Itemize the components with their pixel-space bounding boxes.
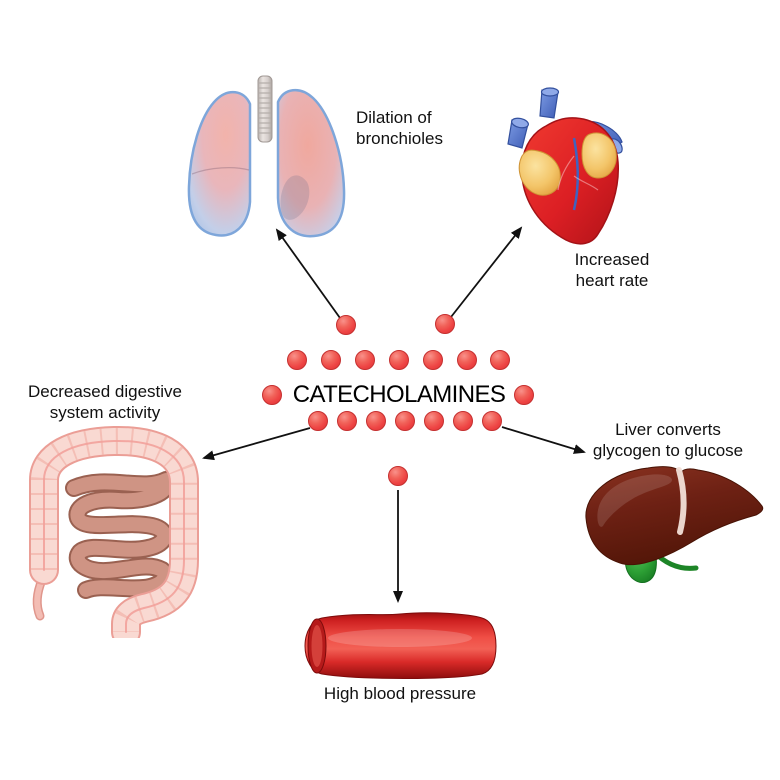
liver-highlight [597, 474, 672, 527]
liver-body [585, 466, 764, 565]
catecholamine-dot [453, 411, 473, 431]
catecholamine-dot [287, 350, 307, 370]
label-decreased-digestion: Decreased digestive system activity [27, 382, 183, 423]
label-liver-glycogen: Liver converts glycogen to glucose [592, 420, 744, 461]
right-auricle [581, 132, 617, 179]
left-auricle [518, 149, 561, 196]
catecholamine-dot [389, 350, 409, 370]
lungs-illustration [186, 74, 348, 242]
arrow-to-liver [501, 426, 586, 454]
appendix [32, 575, 47, 621]
blood-vessel-illustration [300, 608, 500, 684]
catecholamine-dot [423, 350, 443, 370]
catecholamine-dot [395, 411, 415, 431]
arrow-to-intestines [202, 427, 311, 461]
label-high-blood-pressure: High blood pressure [323, 684, 477, 703]
small-intestine [65, 471, 176, 599]
intestines-illustration [22, 420, 208, 638]
catecholamine-dot [435, 314, 455, 334]
catecholamine-dot [308, 411, 328, 431]
catecholamine-dot [366, 411, 386, 431]
falciform-ligament [676, 467, 687, 535]
arrow-to-lungs [275, 228, 341, 319]
large-intestine [29, 425, 199, 638]
left-lung [187, 91, 252, 237]
label-dilation-of-bronchioles: Dilation of bronchioles [356, 108, 443, 149]
catecholamine-dot [388, 466, 408, 486]
catecholamine-dot [482, 411, 502, 431]
trachea [257, 75, 273, 143]
lung-shading [280, 175, 310, 220]
catecholamine-dot [337, 411, 357, 431]
catecholamine-dot [321, 350, 341, 370]
heart-vein [572, 137, 580, 211]
catecholamine-dot [262, 385, 282, 405]
lung-fissure [191, 167, 250, 175]
catecholamine-dot [424, 411, 444, 431]
catecholamine-dot [514, 385, 534, 405]
coronary-lines [557, 155, 599, 191]
catecholamine-dot [490, 350, 510, 370]
vessel-lumen [311, 625, 323, 667]
label-increased-heart-rate: Increased heart rate [574, 250, 650, 291]
liver-illustration [578, 460, 770, 600]
catecholamine-dot [457, 350, 477, 370]
catecholamine-dot [336, 315, 356, 335]
catecholamines-title: CATECHOLAMINES [292, 381, 506, 408]
vessel-tube [304, 612, 497, 679]
heart-illustration [502, 86, 644, 250]
vessel-highlight [328, 629, 472, 647]
right-lung [276, 89, 346, 238]
catecholamine-dot [355, 350, 375, 370]
